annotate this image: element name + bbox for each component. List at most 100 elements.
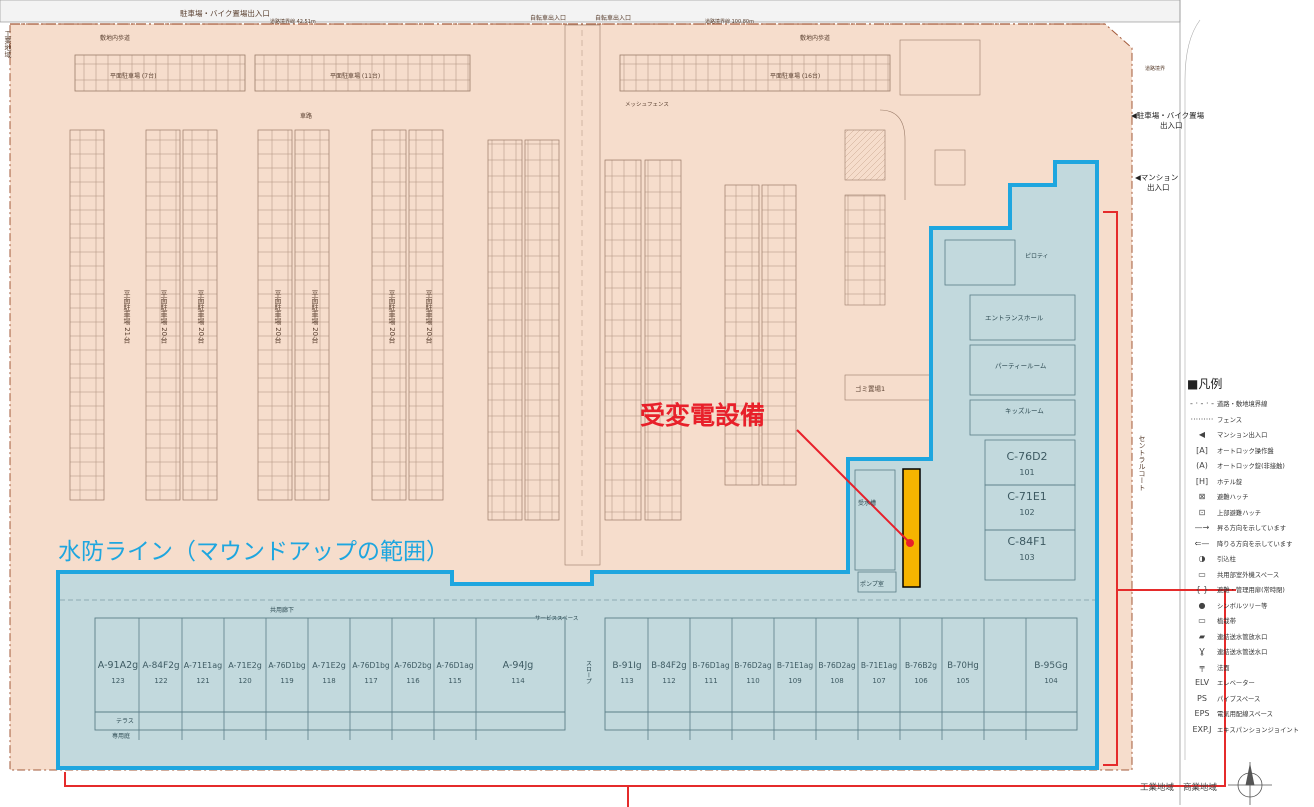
label-bicycle-entrance-1: 自転車出入口: [530, 14, 566, 22]
legend-label: 共用部室外機スペース: [1217, 571, 1280, 579]
label-slope: スロープ: [585, 660, 592, 684]
top-parking-mid: [254, 54, 471, 92]
legend-symbol: ·········: [1190, 414, 1214, 424]
legend-symbol: PS: [1197, 693, 1207, 703]
unit-number: 113: [620, 677, 633, 685]
label-walkway-right: 敷地内歩道: [800, 34, 830, 42]
label-bike-parking-entrance: 駐車場・バイク置場出入口: [180, 8, 270, 18]
legend-label: 上部避難ハッチ: [1217, 509, 1262, 517]
legend-row: [A] オートロック操作盤: [1187, 443, 1312, 459]
parking-column-label: 平面駐車場 21台: [123, 290, 131, 344]
unit-number: 110: [746, 677, 759, 685]
north-arrow-icon: [1228, 762, 1272, 805]
substation-box: [902, 468, 921, 588]
unit-number: 117: [364, 677, 377, 685]
unit-type: A-84F2g: [142, 661, 179, 671]
legend-label: 道路・敷地境界線: [1217, 401, 1268, 409]
label-mansion-entrance-2: 出入口: [1147, 182, 1170, 192]
legend-symbol: { }: [1195, 585, 1209, 595]
unit-type: B-70Hg: [947, 661, 979, 671]
unit-type: A-76D1ag: [436, 661, 473, 670]
label-road-boundary-right: 道路境界線 100.80m: [705, 18, 754, 25]
label-parking-bike-entrance-2: 出入口: [1160, 120, 1183, 130]
legend-label: 昇る方向を示しています: [1217, 525, 1287, 533]
unit-number: 102: [1019, 508, 1034, 517]
unit-type: A-91A2g: [98, 660, 138, 671]
legend-label: 降りる方向を示しています: [1217, 540, 1293, 548]
unit-type: B-84F2g: [651, 661, 686, 671]
label-parking-top-left: 平面駐車場 (7台): [110, 72, 156, 80]
unit-type: C-76D2: [1006, 450, 1047, 463]
legend-symbol: ⇐—: [1194, 538, 1210, 548]
legend-row: —→昇る方向を示しています: [1187, 520, 1312, 536]
legend-symbol: ▭: [1198, 616, 1206, 626]
flood-line-east: [56, 160, 1099, 770]
top-parking-left: [74, 54, 246, 92]
unit-type: A-94Jg: [503, 660, 534, 671]
legend-label: 避難ハッチ: [1217, 494, 1249, 502]
unit-number: 101: [1019, 468, 1034, 477]
east-building: [854, 239, 1076, 593]
label-bicycle-entrance-2: 自転車出入口: [595, 14, 631, 22]
label-service-space: サービススペース: [535, 614, 578, 622]
legend-row: - · - · -道路・敷地境界線: [1187, 396, 1312, 412]
legend-label: オートロック操作盤: [1217, 447, 1274, 455]
legend-label: 法面: [1217, 664, 1230, 672]
label-corridor: 共用廊下: [270, 606, 294, 614]
parking-column-label: 平面駐車場 20台: [425, 290, 433, 344]
legend-row: ◀マンション出入口: [1187, 427, 1312, 443]
top-road: [0, 0, 1181, 23]
label-party-room: パーティールーム: [995, 362, 1047, 370]
label-private-garden: 専用庭: [112, 732, 130, 740]
unit-number: 109: [788, 677, 801, 685]
label-parking-bike-entrance: ◀駐車場・バイク置場: [1131, 110, 1205, 120]
label-parking-top-right: 平面駐車場 (16台): [770, 72, 820, 80]
legend-symbol: EXP.J: [1192, 724, 1212, 734]
unit-type: A-76D1bg: [268, 661, 306, 670]
label-kids-room: キッズルーム: [1005, 406, 1044, 415]
legend-symbol: ●: [1198, 600, 1206, 610]
legend-label: ホテル錠: [1217, 478, 1243, 486]
label-mansion-entrance: ◀マンション: [1135, 173, 1178, 182]
unit-number: 108: [830, 677, 843, 685]
unit-number: 111: [704, 677, 717, 685]
legend-symbol: - · - · -: [1190, 399, 1214, 409]
legend-label: 植栽帯: [1217, 618, 1236, 626]
unit-type: B-76B2g: [905, 661, 937, 670]
legend-label: 避難・管理用扉(常時閉): [1217, 587, 1285, 595]
legend-symbol: [A]: [1196, 445, 1208, 455]
legend-symbol: ╤: [1199, 662, 1205, 672]
legend: ■凡例 - · - · -道路・敷地境界線 ·········フェンス ◀マンシ…: [1187, 375, 1312, 737]
unit-number: 103: [1019, 553, 1034, 562]
parking-column-label: 平面駐車場 20台: [311, 290, 319, 344]
unit-type: A-76D1bg: [352, 661, 390, 670]
legend-symbol: ⊠: [1198, 492, 1206, 502]
unit-type: B-76D2ag: [734, 661, 772, 670]
substation-dot: [906, 539, 914, 547]
unit-type: B-71E1ag: [861, 661, 898, 670]
legend-symbol: ▭: [1198, 569, 1206, 579]
label-industrial-zone: 工業地域: [1140, 782, 1175, 793]
legend-row: ⊠ 避難ハッチ: [1187, 489, 1312, 505]
legend-row: ▭ 植栽帯: [1187, 613, 1312, 629]
legend-label: 電気用配線スペース: [1217, 711, 1273, 719]
label-piloti: ピロティ: [1025, 253, 1049, 260]
legend-row: [H]ホテル錠: [1187, 474, 1312, 490]
unit-type: B-95Gg: [1034, 661, 1068, 671]
legend-label: 連結送水管放水口: [1217, 633, 1268, 641]
legend-symbol: ELV: [1194, 678, 1210, 688]
label-commercial-zone: 商業地域: [1183, 782, 1218, 793]
label-pump-room: ポンプ室: [860, 580, 884, 588]
legend-symbol: ⊡: [1198, 507, 1206, 517]
legend-row: ◑引込柱: [1187, 551, 1312, 567]
label-parking-top-mid: 平面駐車場 (11台): [330, 72, 380, 80]
legend-symbol: ▰: [1198, 631, 1206, 641]
unit-number: 106: [914, 677, 928, 685]
label-terrace: テラス: [116, 718, 134, 725]
legend-row: ⇐— 降りる方向を示しています: [1187, 536, 1312, 552]
